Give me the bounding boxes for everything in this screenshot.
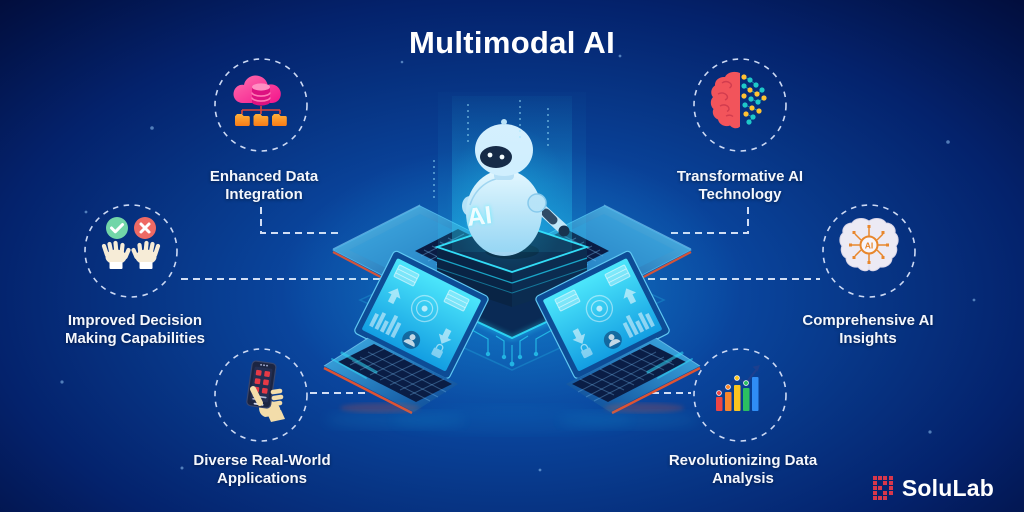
brain-network-dots-icon [710,71,767,129]
feature-label-revolutionizing-data: Revolutionizing Data Analysis [668,452,818,488]
feature-label-transformative-ai-technology: Transformative AI Technology [676,168,804,204]
hands-check-cross-icon [101,217,158,269]
feature-node-diverse-applications [214,348,308,442]
feature-node-improved-decision-making [84,204,178,298]
ai-icon-text: AI [865,241,874,251]
feature-label-diverse-applications: Diverse Real-World Applications [193,452,331,488]
connector-enhanced-data-integration [260,207,342,234]
front-laptop-left [323,250,489,429]
cloud-database-folders-icon [233,75,287,126]
feature-node-enhanced-data-integration [214,58,308,152]
feature-node-revolutionizing-data [693,348,787,442]
feature-label-comprehensive-ai-insights: Comprehensive AI Insights [802,312,934,348]
feature-label-enhanced-data-integration: Enhanced Data Integration [209,168,319,204]
brand-name: SoluLab [901,475,994,501]
page-title: Multimodal AI [409,25,615,60]
feature-node-comprehensive-ai-insights: AI [822,204,916,298]
solulab-logo-icon [872,476,893,500]
connector-transformative-ai-technology [668,207,749,234]
binary-streams [433,100,549,200]
brain-circuit-ai-icon: AI [839,218,899,272]
brand-logo: SoluLab [872,475,994,502]
light-streaks [331,351,693,379]
feature-node-transformative-ai-technology [693,58,787,152]
hand-smartphone-icon [246,360,285,422]
ambient-glow-dots [60,54,976,472]
feature-label-improved-decision-making: Improved Decision Making Capabilities [64,312,206,348]
circuit-traces [471,329,553,367]
bar-chart-growth-icon [716,365,760,411]
